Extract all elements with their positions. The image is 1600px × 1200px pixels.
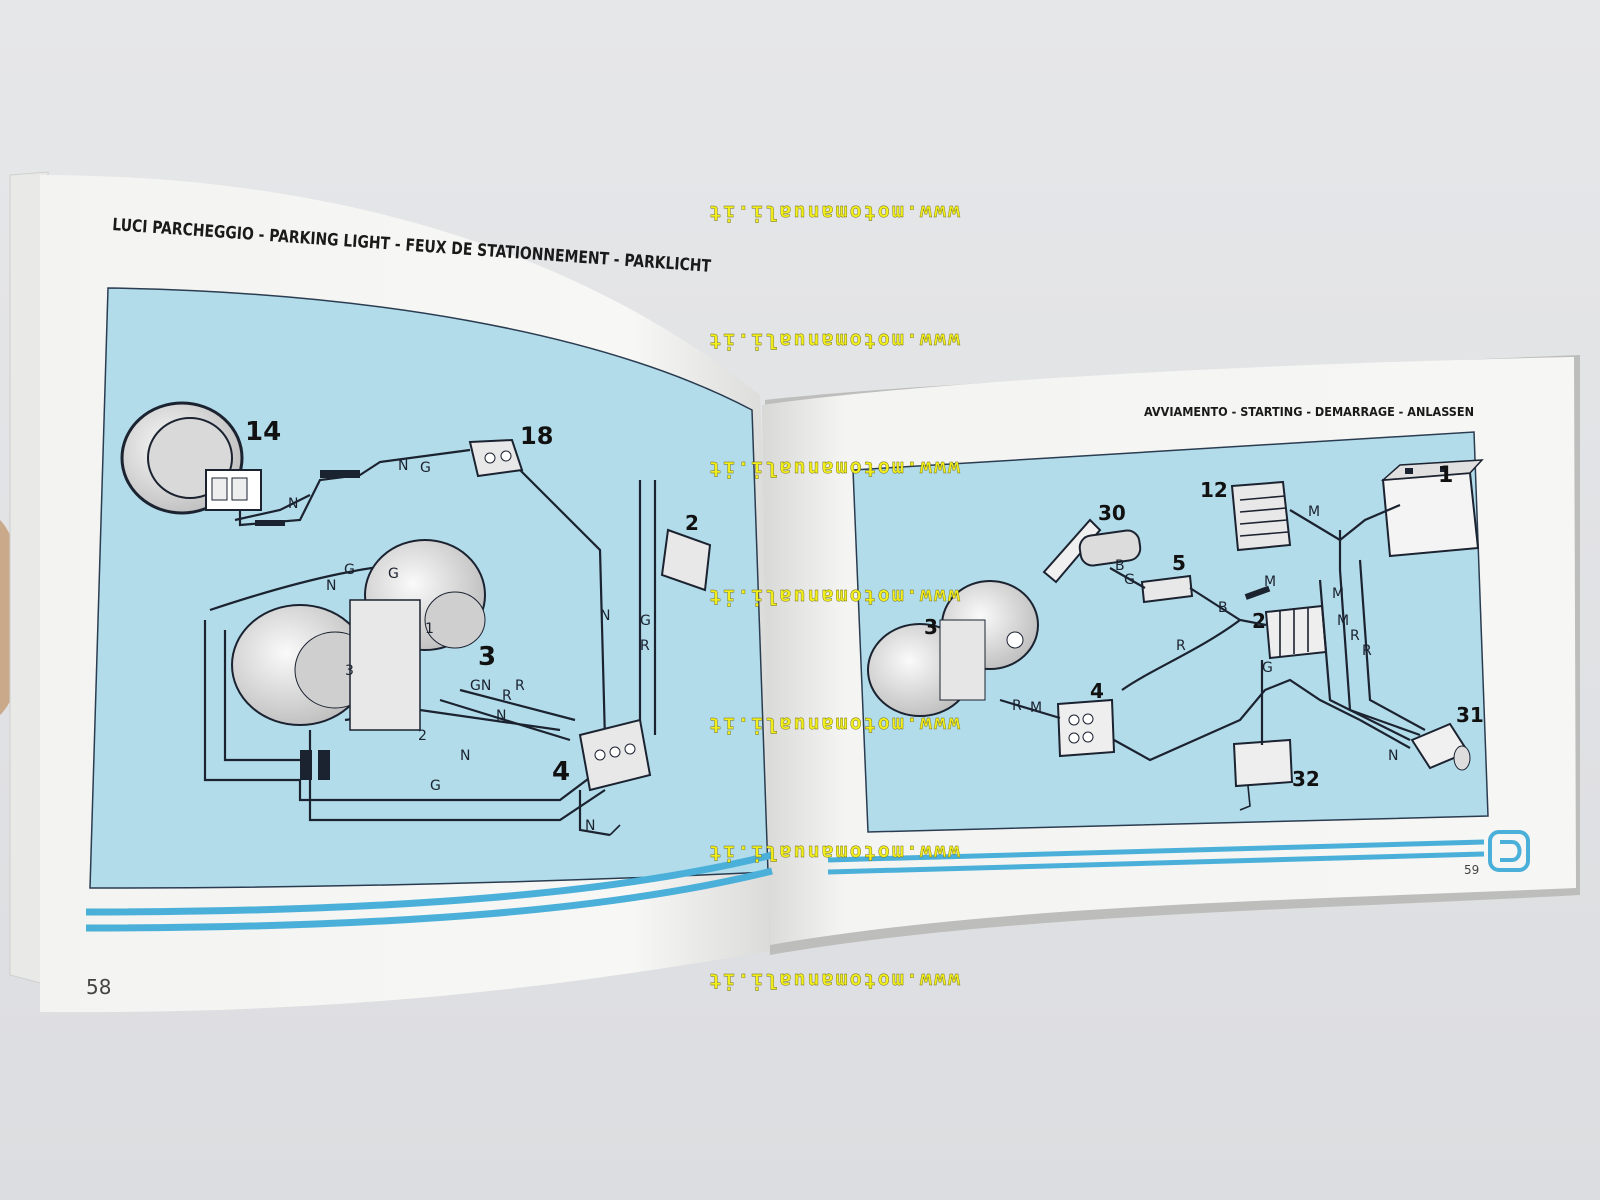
wire-label-l10: N <box>496 708 506 724</box>
callout-5: 5 <box>1172 551 1186 575</box>
instrument-cluster-right <box>867 580 1039 717</box>
callout-14: 14 <box>245 417 281 447</box>
callout-2-right: 2 <box>1252 609 1266 633</box>
callout-3-right: 3 <box>924 615 938 639</box>
watermark-3: www.motomanuali.it <box>707 457 960 481</box>
callout-1-right: 1 <box>1438 463 1453 488</box>
right-wiring <box>999 503 1426 811</box>
watermark-4: www.motomanuali.it <box>707 585 960 609</box>
starter-button-30 <box>1042 518 1142 584</box>
wire-label-r7: M <box>1337 613 1349 629</box>
wire-label-l3: N <box>398 458 408 474</box>
starter-motor-31 <box>1410 722 1471 771</box>
wire-label-l5: N <box>326 578 336 594</box>
callout-31: 31 <box>1456 703 1484 727</box>
wire-label-r5: M <box>1264 574 1276 590</box>
wire-label-r4: B <box>1218 600 1228 616</box>
right-stripe-1 <box>827 839 1485 863</box>
wire-label-l6: G <box>388 566 399 582</box>
wire-label-l7: R <box>640 638 650 654</box>
wire-label-r11: G <box>1262 660 1273 676</box>
wire-label-r14: N <box>1388 748 1398 764</box>
wire-label-r10: R <box>1176 638 1186 654</box>
wire-label-l8: N <box>600 608 610 624</box>
battery-1 <box>1380 459 1484 558</box>
solenoid-32 <box>1232 738 1294 788</box>
wire-label-l2: G <box>420 460 431 476</box>
callout-12: 12 <box>1200 478 1228 502</box>
right-stripe-2 <box>827 851 1485 875</box>
watermark-2: www.motomanuali.it <box>707 329 960 353</box>
wire-label-r12: R <box>1012 698 1022 714</box>
callout-3-left: 3 <box>478 642 496 672</box>
right-diagram-panel <box>852 431 1489 833</box>
wire-label-l14: R <box>502 688 512 704</box>
wire-label-l15: 2 <box>418 728 427 744</box>
wire-label-r9: R <box>1362 643 1372 659</box>
wire-label-r2: B <box>1115 558 1125 574</box>
watermark-5: www.motomanuali.it <box>707 713 960 737</box>
watermark-7: www.motomanuali.it <box>707 969 960 993</box>
wire-label-l1: N <box>288 496 298 512</box>
wire-label-r6: M <box>1332 586 1344 602</box>
callout-4-left: 4 <box>552 757 570 787</box>
wire-label-l9: G <box>640 613 651 629</box>
wire-label-l19: G <box>430 778 441 794</box>
instrument-cluster-left <box>231 539 486 731</box>
connector-4-right <box>1056 698 1116 758</box>
wire-label-r3: G <box>1124 572 1135 588</box>
connector-4-left <box>578 718 652 792</box>
left-stripe-1 <box>85 851 773 916</box>
connector-5 <box>1140 574 1194 604</box>
relay-2-right <box>1264 604 1328 660</box>
connector-18 <box>468 438 524 478</box>
callout-30: 30 <box>1098 501 1126 525</box>
left-page-number: 58 <box>86 975 111 999</box>
left-stripe-2 <box>85 867 773 932</box>
wire-label-l12: N <box>460 748 470 764</box>
wire-label-l13: GN <box>470 678 491 694</box>
headlamp-14 <box>120 401 262 515</box>
callout-32: 32 <box>1292 767 1320 791</box>
wire-label-l18: N <box>585 818 595 834</box>
wire-label-l16: 3 <box>345 663 354 679</box>
right-page-heading: AVVIAMENTO - STARTING - DEMARRAGE - ANLA… <box>1144 405 1474 419</box>
wire-label-r8: R <box>1350 628 1360 644</box>
wire-label-l4: G <box>344 562 355 578</box>
callout-18: 18 <box>520 422 553 450</box>
publisher-logo <box>1488 830 1530 872</box>
watermark-1: www.motomanuali.it <box>707 201 960 225</box>
callout-2-left: 2 <box>685 511 699 535</box>
wire-label-l17: 1 <box>425 621 434 637</box>
right-page-number: 59 <box>1464 863 1479 877</box>
wire-label-r1: M <box>1308 504 1320 520</box>
watermark-6: www.motomanuali.it <box>707 841 960 865</box>
wire-label-r13: M <box>1030 700 1042 716</box>
connector-2-left <box>660 528 712 592</box>
wire-label-l11: R <box>515 678 525 694</box>
callout-4-right: 4 <box>1090 679 1104 703</box>
watermark-layer: www.motomanuali.it www.motomanuali.it ww… <box>707 201 960 993</box>
regulator-12 <box>1230 480 1292 552</box>
